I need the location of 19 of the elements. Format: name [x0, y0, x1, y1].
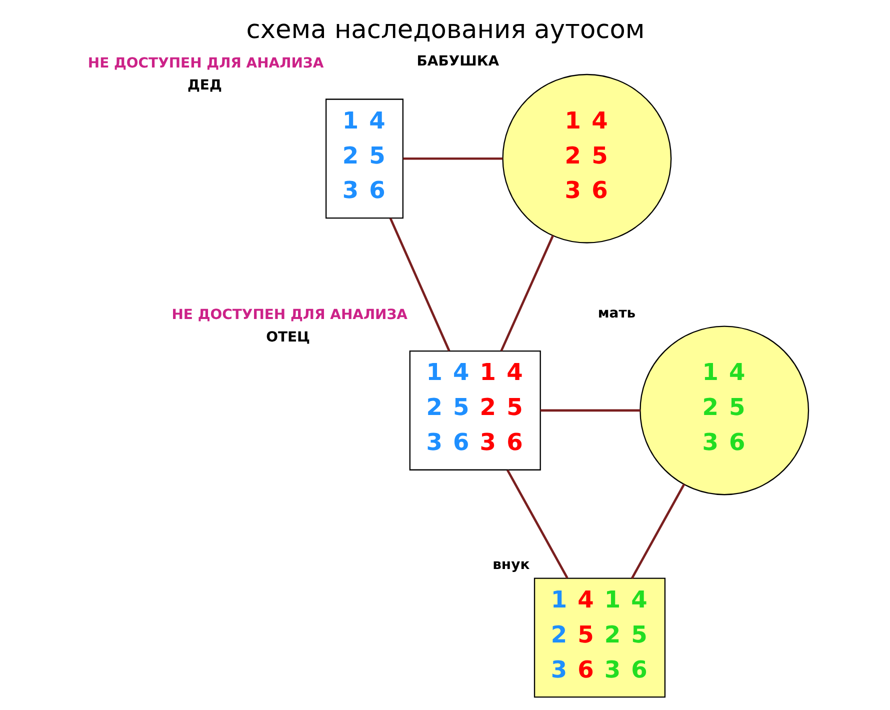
node-label: НЕ ДОСТУПЕН ДЛЯ АНАЛИЗА [87, 55, 324, 72]
connector [630, 484, 685, 579]
node-label: мать [597, 305, 636, 322]
node-label: ОТЕЦ [266, 329, 310, 346]
diagram-title: схема наследования аутосом [246, 15, 644, 46]
connector [540, 409, 640, 412]
connector [506, 470, 568, 578]
node-circle: 1 4 2 5 3 6 [639, 326, 809, 496]
node-label: ДЕД [186, 77, 222, 94]
node-box: 1 4 2 5 3 6 [324, 98, 403, 219]
node-circle: 1 4 2 5 3 6 [502, 74, 672, 244]
connector [388, 218, 450, 352]
connector [402, 157, 502, 160]
node-label: НЕ ДОСТУПЕН ДЛЯ АНАЛИЗА [171, 307, 407, 324]
node-box: 1 4 1 4 2 5 2 5 3 6 3 6 [533, 578, 666, 698]
node-label: внук [492, 557, 530, 574]
node-label: БАБУШКА [416, 53, 499, 70]
node-box: 1 4 1 4 2 5 2 5 3 6 3 6 [408, 350, 540, 470]
connector [500, 235, 554, 352]
